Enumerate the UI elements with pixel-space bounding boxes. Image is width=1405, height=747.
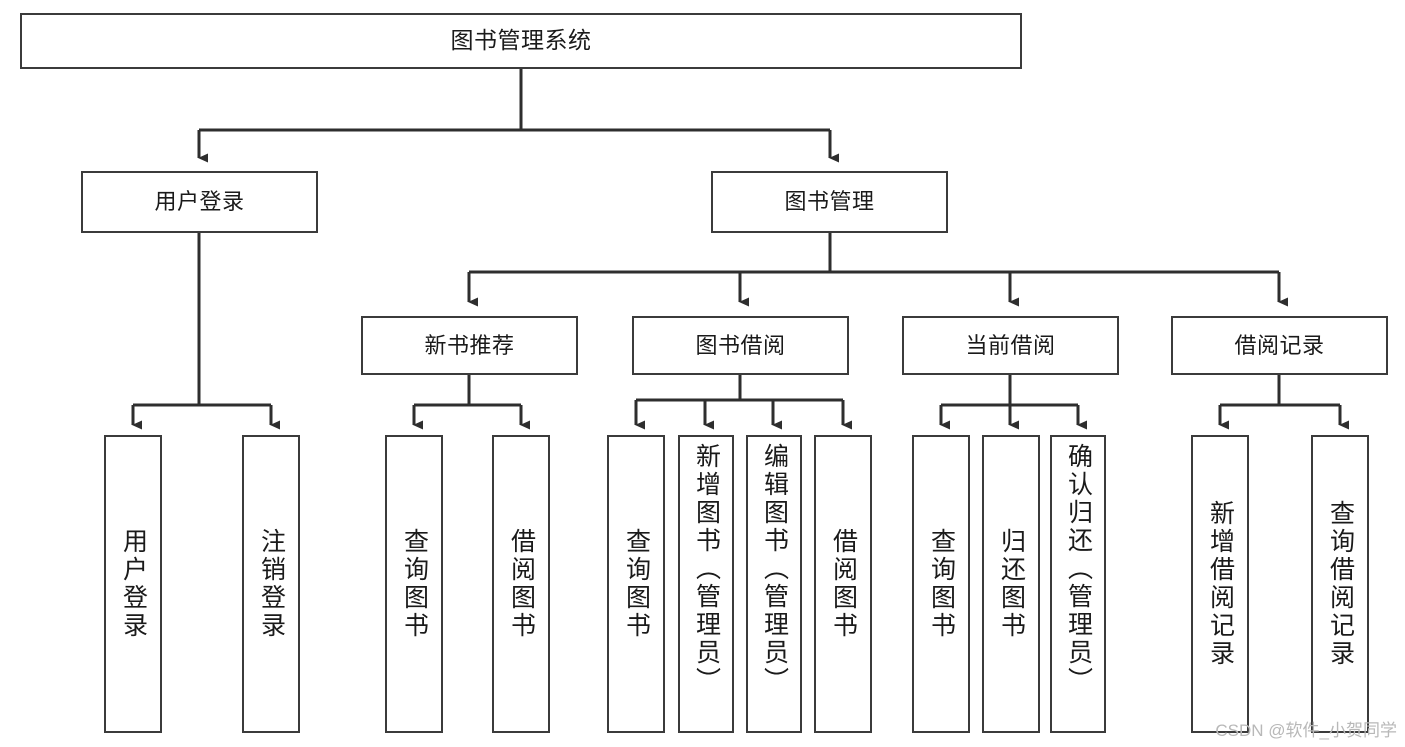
- node-root-system[interactable]: 图书管理系统: [20, 13, 1022, 69]
- node-book-management[interactable]: 图书管理: [711, 171, 948, 233]
- node-label: 新增图书（管理员）: [692, 443, 721, 695]
- node-book-borrow[interactable]: 图书借阅: [632, 316, 849, 375]
- leaf-query-book-borrow[interactable]: 查询图书: [607, 435, 665, 733]
- node-label: 借阅图书: [507, 528, 536, 640]
- watermark: CSDN @软件_小贺同学: [1215, 721, 1397, 740]
- node-label: 新书推荐: [424, 332, 515, 358]
- leaf-query-borrow-record[interactable]: 查询借阅记录: [1311, 435, 1369, 733]
- node-label: 查询图书: [400, 528, 429, 640]
- node-current-borrow[interactable]: 当前借阅: [902, 316, 1119, 375]
- leaf-return-book[interactable]: 归还图书: [982, 435, 1040, 733]
- node-label: 用户登录: [119, 528, 148, 640]
- leaf-edit-book-admin[interactable]: 编辑图书（管理员）: [746, 435, 802, 733]
- leaf-logout[interactable]: 注销登录: [242, 435, 300, 733]
- node-label: 查询图书: [927, 528, 956, 640]
- node-label: 归还图书: [997, 528, 1026, 640]
- node-label: 当前借阅: [965, 332, 1056, 358]
- leaf-query-book-recommend[interactable]: 查询图书: [385, 435, 443, 733]
- node-label: 查询图书: [622, 528, 651, 640]
- node-new-book-recommend[interactable]: 新书推荐: [361, 316, 578, 375]
- node-label: 图书管理: [784, 189, 875, 215]
- node-borrow-record[interactable]: 借阅记录: [1171, 316, 1388, 375]
- node-label: 注销登录: [257, 528, 286, 640]
- node-label: 图书借阅: [695, 332, 786, 358]
- node-label: 查询借阅记录: [1326, 500, 1355, 668]
- leaf-add-borrow-record[interactable]: 新增借阅记录: [1191, 435, 1249, 733]
- node-label: 确认归还（管理员）: [1064, 443, 1093, 695]
- leaf-add-book-admin[interactable]: 新增图书（管理员）: [678, 435, 734, 733]
- leaf-query-book-current[interactable]: 查询图书: [912, 435, 970, 733]
- node-label: 用户登录: [154, 189, 245, 215]
- node-label: 编辑图书（管理员）: [760, 443, 789, 695]
- node-label: 图书管理系统: [450, 27, 592, 54]
- leaf-confirm-return-admin[interactable]: 确认归还（管理员）: [1050, 435, 1106, 733]
- leaf-borrow-book[interactable]: 借阅图书: [814, 435, 872, 733]
- node-label: 借阅记录: [1234, 332, 1325, 358]
- node-label: 新增借阅记录: [1206, 500, 1235, 668]
- leaf-borrow-book-recommend[interactable]: 借阅图书: [492, 435, 550, 733]
- node-user-login[interactable]: 用户登录: [81, 171, 318, 233]
- node-label: 借阅图书: [829, 528, 858, 640]
- leaf-user-login[interactable]: 用户登录: [104, 435, 162, 733]
